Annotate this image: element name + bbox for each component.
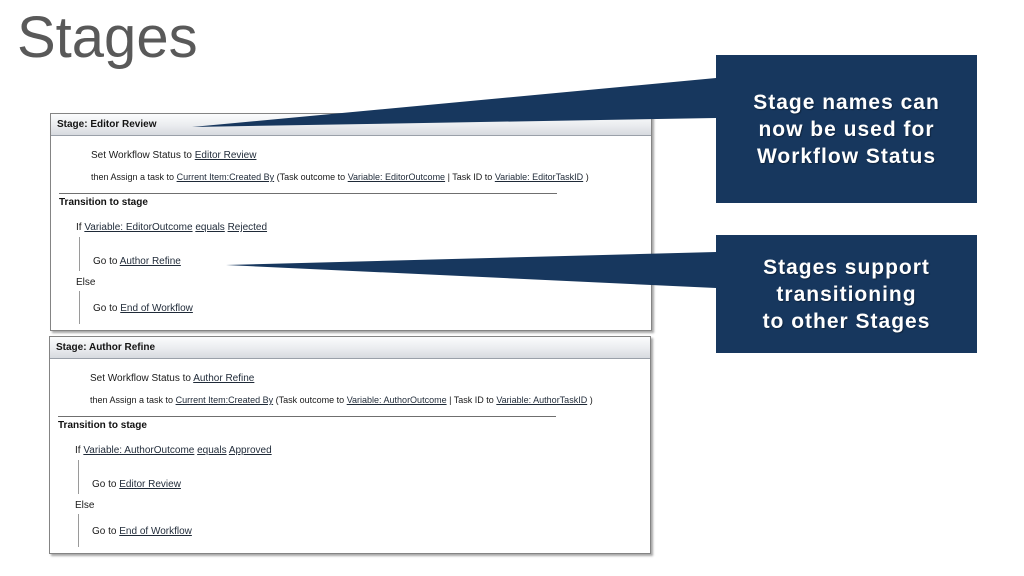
callout-line: to other Stages <box>762 309 931 333</box>
status-link[interactable]: Editor Review <box>194 150 257 161</box>
status-link[interactable]: Author Refine <box>193 373 255 384</box>
goto-text: Go to <box>92 479 117 490</box>
goto-stage-link[interactable]: Editor Review <box>119 479 181 490</box>
branch-indent-line <box>78 460 79 494</box>
set-status-text: Set Workflow Status to <box>91 150 192 161</box>
branch-indent-line <box>79 291 80 324</box>
goto-stage-link[interactable]: End of Workflow <box>120 303 193 314</box>
callout-line: Stage names can <box>753 90 940 114</box>
condition-variable-link[interactable]: Variable: EditorOutcome <box>84 222 193 233</box>
assign-text-2: (Task outcome to <box>275 395 345 405</box>
assignee-link[interactable]: Current Item:Created By <box>175 395 274 405</box>
if-condition-line: If Variable: AuthorOutcome equals Approv… <box>75 445 272 456</box>
callout-line: now be used for <box>758 117 935 141</box>
condition-operator-link[interactable]: equals <box>197 445 227 456</box>
goto-text: Go to <box>93 256 118 267</box>
page-title: Stages <box>17 5 198 70</box>
set-status-line: Set Workflow Status to Editor Review <box>91 150 256 161</box>
outcome-variable-link[interactable]: Variable: AuthorOutcome <box>346 395 447 405</box>
assign-text-4: ) <box>585 172 589 182</box>
taskid-variable-link[interactable]: Variable: AuthorTaskID <box>496 395 588 405</box>
if-condition-line: If Variable: EditorOutcome equals Reject… <box>76 222 267 233</box>
stage-header[interactable]: Stage: Editor Review <box>51 114 651 136</box>
stage-body: Set Workflow Status to Editor Review the… <box>51 136 651 329</box>
assign-task-line: then Assign a task to Current Item:Creat… <box>91 172 589 182</box>
else-label: Else <box>75 500 95 511</box>
goto-stage-link[interactable]: End of Workflow <box>119 526 192 537</box>
branch-indent-line <box>79 237 80 271</box>
transition-to-stage-heading: Transition to stage <box>59 197 148 208</box>
stage-body: Set Workflow Status to Author Refine the… <box>50 359 650 552</box>
stage-box-editor-review: Stage: Editor Review Set Workflow Status… <box>50 113 652 331</box>
goto-then-line: Go to Author Refine <box>93 256 181 267</box>
assign-text-1: then Assign a task to <box>90 395 174 405</box>
assign-text-3: | Task ID to <box>447 172 493 182</box>
condition-variable-link[interactable]: Variable: AuthorOutcome <box>83 445 195 456</box>
callout-line: Workflow Status <box>756 144 937 168</box>
outcome-variable-link[interactable]: Variable: EditorOutcome <box>347 172 446 182</box>
callout-line: Stages support <box>763 255 930 279</box>
set-status-line: Set Workflow Status to Author Refine <box>90 373 254 384</box>
stage-box-author-refine: Stage: Author Refine Set Workflow Status… <box>49 336 651 554</box>
branch-indent-line <box>78 514 79 547</box>
assignee-link[interactable]: Current Item:Created By <box>176 172 275 182</box>
callout-stage-names: Stage names can now be used for Workflow… <box>716 55 977 203</box>
stage-header[interactable]: Stage: Author Refine <box>50 337 650 359</box>
condition-operator-link[interactable]: equals <box>195 222 225 233</box>
callout-line: transitioning <box>776 282 917 306</box>
goto-text: Go to <box>92 526 117 537</box>
assign-text-4: ) <box>589 395 593 405</box>
assign-text-2: (Task outcome to <box>276 172 346 182</box>
assign-task-line: then Assign a task to Current Item:Creat… <box>90 395 593 405</box>
if-keyword: If <box>75 445 81 456</box>
goto-text: Go to <box>93 303 118 314</box>
goto-then-line: Go to Editor Review <box>92 479 181 490</box>
goto-else-line: Go to End of Workflow <box>93 303 193 314</box>
condition-value-link[interactable]: Approved <box>228 445 272 456</box>
transition-separator <box>58 416 556 417</box>
condition-value-link[interactable]: Rejected <box>227 222 268 233</box>
assign-text-1: then Assign a task to <box>91 172 175 182</box>
goto-stage-link[interactable]: Author Refine <box>119 256 181 267</box>
assign-text-3: | Task ID to <box>449 395 494 405</box>
transition-to-stage-heading: Transition to stage <box>58 420 147 431</box>
taskid-variable-link[interactable]: Variable: EditorTaskID <box>494 172 584 182</box>
goto-else-line: Go to End of Workflow <box>92 526 192 537</box>
set-status-text: Set Workflow Status to <box>90 373 191 384</box>
else-label: Else <box>76 277 96 288</box>
transition-separator <box>59 193 557 194</box>
callout-stage-transitions: Stages support transitioning to other St… <box>716 235 977 353</box>
if-keyword: If <box>76 222 82 233</box>
